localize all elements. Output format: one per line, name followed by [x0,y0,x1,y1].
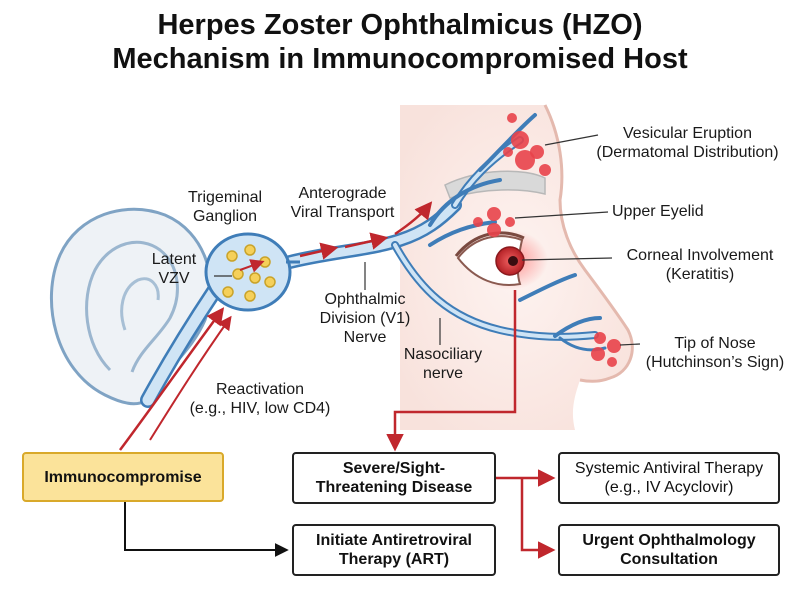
reactivation-arrow-2 [149,315,232,441]
transport-arrow-3 [394,201,433,236]
nerve-branch-eyelid [428,220,497,247]
label-vesicular-eruption: Vesicular Eruption (Dermatomal Distribut… [596,125,779,161]
label-reactivation: Reactivation (e.g., HIV, low CD4) [189,381,331,417]
ear-outer [49,207,213,406]
face-profile-line [543,104,634,383]
ear-inner [85,240,179,373]
ear-canal [120,277,160,331]
vesicle [594,332,606,344]
label-latent-vzv: Latent VZV [151,251,197,287]
vesicle [607,339,621,353]
vzv-particle [244,290,256,302]
vzv-particle [222,286,234,298]
vesicle [487,207,501,221]
vzv-particle [249,272,261,284]
title-line-1: Herpes Zoster Ophthalmicus (HZO) [157,9,643,41]
vzv-particle [232,268,244,280]
label-tip-of-nose: Tip of Nose (Hutchinson’s Sign) [645,335,785,371]
nerve-branch-forehead-2 [478,113,537,172]
arrow-to-ophthalmology [520,478,556,559]
box-ophthalmology: Urgent Ophthalmology Consultation [558,524,780,576]
leader-vesicular [544,134,599,146]
transport-arrow-4 [239,259,265,273]
transport-arrow-2 [344,232,389,250]
box-immunocompromise: Immunocompromise [22,452,224,502]
vzv-particle [264,276,276,288]
leader-cornea [521,257,613,261]
diagram-title: Herpes Zoster Ophthalmicus (HZO) Mechani… [0,8,800,76]
reactivation-arrow [118,307,225,451]
nerve-branch-forehead-3 [428,178,502,227]
box-systemic-antiviral: Systemic Antiviral Therapy (e.g., IV Acy… [558,452,780,504]
vzv-particle [244,244,256,256]
vesicle [607,357,617,367]
arrow-to-severe [386,290,517,452]
leader-nose [619,343,641,346]
box-severe-disease: Severe/Sight- Threatening Disease [292,452,496,504]
vesicle [591,347,605,361]
vesicle [515,150,535,170]
label-anterograde-transport: Anterograde Viral Transport [290,185,395,221]
vesicle [487,223,501,237]
pupil [508,256,518,266]
label-ophthalmic-division: Ophthalmic Division (V1) Nerve [319,291,411,346]
leader-eyelid [514,211,609,219]
label-nasociliary-nerve: Nasociliary nerve [403,346,483,382]
vesicle [507,113,517,123]
nasal-branch-1 [518,273,577,302]
label-trigeminal-ganglion: Trigeminal Ganglion [187,189,263,225]
nasal-branch-2 [553,316,602,338]
transport-arrow-1 [299,242,339,260]
vzv-particle [226,250,238,262]
vesicle [473,217,483,227]
label-corneal-involvement: Corneal Involvement (Keratitis) [626,247,774,283]
vesicle [505,217,515,227]
box-art: Initiate Antiretroviral Therapy (ART) [292,524,496,576]
title-line-2: Mechanism in Immunocompromised Host [112,43,688,75]
vesicle [511,131,529,149]
label-upper-eyelid: Upper Eyelid [612,203,704,220]
vesicle [539,164,551,176]
vesicle [503,147,513,157]
arrow-to-art [124,502,289,557]
